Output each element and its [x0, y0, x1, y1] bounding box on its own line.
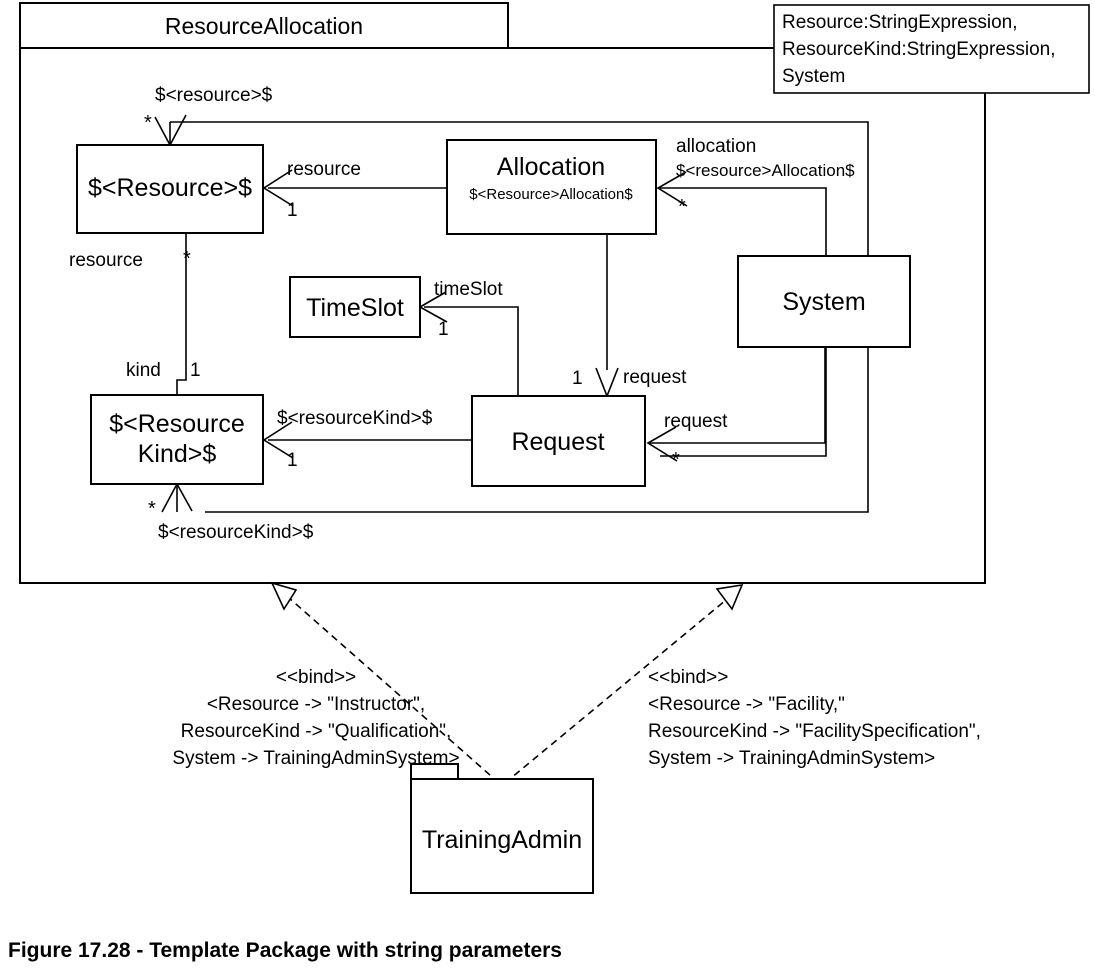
label-allocation-qualified: $<resource>Allocation$	[676, 161, 855, 180]
role-allocation: allocation	[676, 136, 756, 157]
bind-left-line-1: <Resource -> "Instructor",	[207, 694, 425, 715]
class-Allocation-label: Allocation	[497, 153, 605, 181]
class-ResourceKind-label-line2: Kind>$	[138, 440, 217, 468]
class-Request[interactable]: Request	[471, 395, 646, 487]
class-ResourceKind-label-line1: $<Resource	[109, 410, 245, 438]
bind-label-right: <<bind>> <Resource -> "Facility," Resour…	[648, 667, 981, 769]
class-ResourceKind-rect	[90, 394, 264, 485]
package-TrainingAdmin[interactable]: TrainingAdmin	[410, 763, 594, 894]
trainingadmin-body	[410, 778, 594, 894]
assoc-allocation-system	[656, 171, 827, 457]
class-Allocation[interactable]: Allocation $<Resource>Allocation$	[446, 139, 657, 235]
role-kind: kind	[126, 360, 161, 381]
class-Request-rect	[471, 395, 646, 487]
bind-dependency-right[interactable]	[504, 583, 744, 784]
class-TimeSlot-rect	[289, 276, 421, 338]
bind-left-line-3: System -> TrainingAdminSystem>	[172, 748, 459, 769]
class-Resource-label: $<Resource>$	[88, 174, 252, 202]
package-title: ResourceAllocation	[165, 13, 363, 39]
class-System-rect	[737, 255, 911, 348]
label-resourcekind-assoc: $<resourceKind>$	[277, 408, 433, 429]
bind-right-line-3: System -> TrainingAdminSystem>	[648, 748, 935, 769]
bind-label-left: <<bind>> <Resource -> "Instructor", Reso…	[172, 667, 459, 769]
parameter-line-1: Resource:StringExpression,	[782, 12, 1018, 33]
class-Allocation-qualified-label: $<Resource>Allocation$	[469, 186, 633, 203]
mult-request-top: 1	[572, 368, 583, 389]
package-name-tab	[19, 2, 509, 49]
class-TimeSlot[interactable]: TimeSlot	[289, 276, 421, 338]
role-request-right: request	[664, 411, 728, 432]
assoc-request-system	[646, 347, 826, 462]
label-resourcekind-bottom: $<resourceKind>$	[158, 522, 314, 543]
mult-resource-top: *	[144, 112, 152, 134]
trainingadmin-label: TrainingAdmin	[422, 826, 582, 854]
class-ResourceKind[interactable]: $<Resource Kind>$	[90, 394, 264, 485]
mult-resourcekind-assoc: 1	[287, 450, 298, 471]
bind-left-arrowhead	[270, 581, 298, 611]
role-resource-left: resource	[69, 250, 143, 271]
class-Allocation-rect	[446, 139, 657, 235]
mult-resource-left: *	[183, 248, 191, 270]
label-resource-top: $<resource>$	[155, 85, 273, 106]
parameter-line-2: ResourceKind:StringExpression,	[782, 39, 1056, 60]
mult-timeslot: 1	[438, 319, 449, 340]
role-timeslot: timeSlot	[434, 279, 503, 300]
bind-right-arrowhead	[715, 583, 744, 611]
mult-resourcekind-bottom: *	[148, 498, 156, 520]
mult-allocation: *	[678, 196, 686, 218]
bind-right-line-1: <Resource -> "Facility,"	[648, 694, 845, 715]
assoc-resource-resourcekind	[176, 233, 187, 395]
bind-left-line-2: ResourceKind -> "Qualification",	[181, 721, 452, 742]
bind-right-stereotype: <<bind>>	[648, 667, 728, 688]
bind-dependency-left[interactable]	[270, 581, 500, 784]
role-request-top: request	[623, 367, 687, 388]
class-System-label: System	[782, 288, 865, 316]
parameter-box-rect	[773, 4, 1090, 94]
parameter-line-3: System	[782, 66, 845, 87]
figure-caption: Figure 17.28 - Template Package with str…	[8, 939, 562, 962]
template-parameter-box: Resource:StringExpression, ResourceKind:…	[773, 4, 1090, 94]
bind-right-line-2: ResourceKind -> "FacilitySpecification",	[648, 721, 981, 742]
class-Resource-rect	[76, 144, 264, 234]
role-allocation-resource: resource	[287, 159, 361, 180]
mult-kind: 1	[190, 360, 201, 381]
mult-allocation-resource: 1	[287, 200, 298, 221]
class-System[interactable]: System	[737, 255, 911, 348]
class-TimeSlot-label: TimeSlot	[306, 294, 404, 322]
trainingadmin-tab	[410, 763, 459, 781]
class-Resource[interactable]: $<Resource>$	[76, 144, 264, 234]
mult-request-right: *	[672, 449, 680, 471]
bind-left-stereotype: <<bind>>	[276, 667, 356, 688]
class-Request-label: Request	[511, 428, 604, 456]
